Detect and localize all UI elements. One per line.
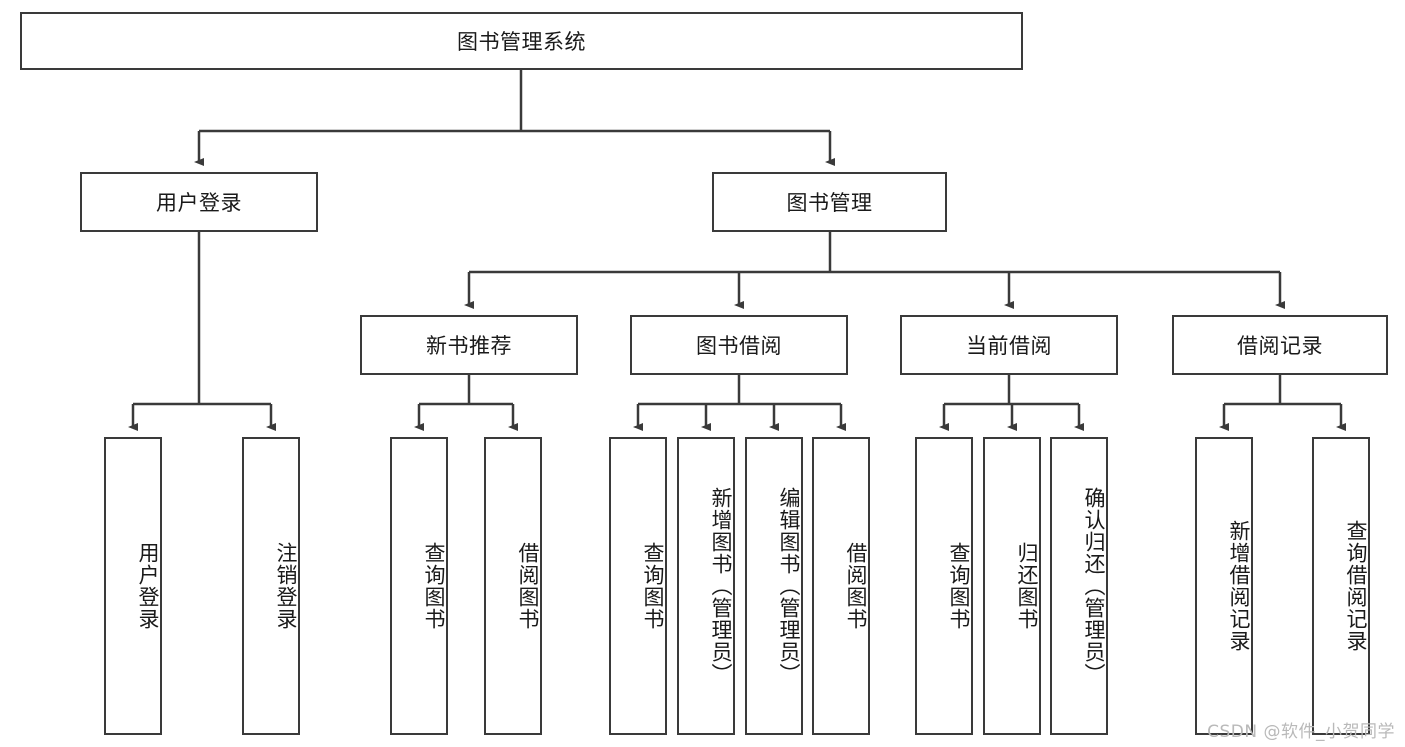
leaf-edit-book-label: 编辑图书（管理员）	[777, 487, 801, 685]
leaf-query-book-1[interactable]: 查询图书	[390, 437, 448, 735]
leaf-query-book-3-label: 查询图书	[947, 542, 971, 630]
node-user-login-label: 用户登录	[156, 191, 242, 215]
node-borrow-record-label: 借阅记录	[1237, 334, 1323, 358]
node-book-manage-label: 图书管理	[786, 191, 873, 215]
leaf-return-book[interactable]: 归还图书	[983, 437, 1041, 735]
leaf-user-login[interactable]: 用户登录	[104, 437, 162, 735]
leaf-borrow-book-2-label: 借阅图书	[844, 542, 868, 630]
leaf-confirm-return-label: 确认归还（管理员）	[1082, 487, 1106, 685]
node-root[interactable]: 图书管理系统	[20, 12, 1023, 70]
leaf-query-borrow-record[interactable]: 查询借阅记录	[1312, 437, 1370, 735]
node-book-manage[interactable]: 图书管理	[712, 172, 947, 232]
leaf-query-book-1-label: 查询图书	[422, 542, 446, 630]
node-book-borrow-label: 图书借阅	[696, 334, 782, 358]
leaf-borrow-book-2[interactable]: 借阅图书	[812, 437, 870, 735]
node-new-book-recommend-label: 新书推荐	[426, 334, 512, 358]
leaf-logout-label: 注销登录	[274, 542, 298, 630]
csdn-watermark: CSDN @软件_小贺同学	[1207, 722, 1395, 742]
leaf-borrow-book-1-label: 借阅图书	[516, 542, 540, 630]
leaf-borrow-book-1[interactable]: 借阅图书	[484, 437, 542, 735]
leaf-user-login-label: 用户登录	[136, 542, 160, 630]
leaf-confirm-return[interactable]: 确认归还（管理员）	[1050, 437, 1108, 735]
node-current-borrow[interactable]: 当前借阅	[900, 315, 1118, 375]
leaf-query-book-2-label: 查询图书	[641, 542, 665, 630]
node-book-borrow[interactable]: 图书借阅	[630, 315, 848, 375]
leaf-add-book-label: 新增图书（管理员）	[709, 487, 733, 685]
node-borrow-record[interactable]: 借阅记录	[1172, 315, 1388, 375]
leaf-add-borrow-record-label: 新增借阅记录	[1227, 520, 1251, 652]
leaf-query-book-2[interactable]: 查询图书	[609, 437, 667, 735]
leaf-query-borrow-record-label: 查询借阅记录	[1344, 520, 1368, 652]
leaf-logout[interactable]: 注销登录	[242, 437, 300, 735]
leaf-return-book-label: 归还图书	[1015, 542, 1039, 630]
node-user-login[interactable]: 用户登录	[80, 172, 318, 232]
leaf-add-borrow-record[interactable]: 新增借阅记录	[1195, 437, 1253, 735]
node-current-borrow-label: 当前借阅	[966, 334, 1052, 358]
leaf-add-book[interactable]: 新增图书（管理员）	[677, 437, 735, 735]
leaf-edit-book[interactable]: 编辑图书（管理员）	[745, 437, 803, 735]
leaf-query-book-3[interactable]: 查询图书	[915, 437, 973, 735]
node-root-label: 图书管理系统	[457, 30, 586, 54]
node-new-book-recommend[interactable]: 新书推荐	[360, 315, 578, 375]
